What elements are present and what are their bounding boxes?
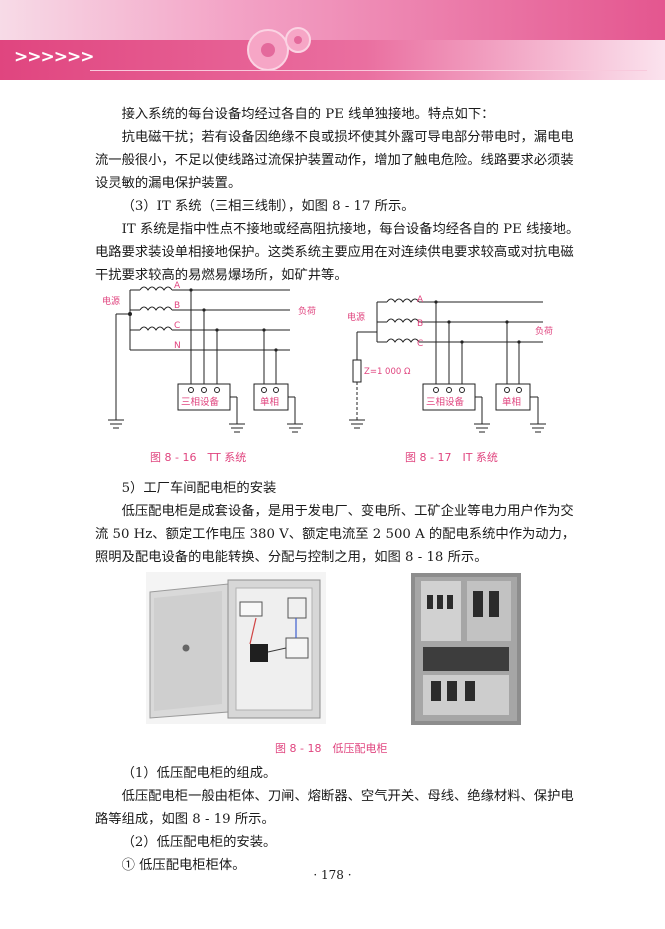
it-phase-b: B: [417, 319, 423, 329]
it-system-diagram: 电源 A B C 负荷 Z=1 000 Ω 三相设备 单相: [347, 295, 553, 433]
header-band: [0, 40, 665, 80]
tt-phase-c: C: [174, 321, 180, 331]
paragraph-4: IT 系统是指中性点不接地或经高阻抗接地，每台设备均经各自的 PE 线接地。电路…: [95, 222, 580, 283]
it-phase-a: A: [417, 295, 424, 305]
tt-phase-a: A: [174, 281, 181, 291]
figure-8-16-caption: 图 8 - 16 TT 系统: [150, 451, 247, 464]
paragraph-8: 低压配电柜一般由柜体、刀闸、熔断器、空气开关、母线、绝缘材料、保护电路等组成，如…: [95, 789, 574, 827]
header-divider: [90, 70, 647, 71]
paragraph-1: 接入系统的每台设备均经过各自的 PE 线单独接地。特点如下：: [121, 107, 495, 122]
it-source-label: 电源: [347, 311, 365, 323]
tt-three-phase-label: 三相设备: [181, 396, 220, 408]
figure-8-17-caption: 图 8 - 17 IT 系统: [405, 451, 498, 464]
paragraph-2: 抗电磁干扰；若有设备因绝缘不良或损坏使其外露可导电部分带电时，漏电电流一般很小，…: [95, 130, 574, 191]
tt-load-label: 负荷: [298, 305, 316, 317]
paragraph-9: （2）低压配电柜的安装。: [121, 835, 277, 850]
tt-system-diagram: 电源 A B C N 负荷 三相设备 单相: [102, 281, 316, 433]
tt-phase-n: N: [174, 341, 181, 351]
paragraph-5: 5）工厂车间配电柜的安装: [121, 481, 277, 496]
it-single-phase-label: 单相: [502, 396, 521, 408]
paragraph-3: （3）IT 系统（三相三线制），如图 8 - 17 所示。: [121, 199, 415, 214]
tt-single-phase-label: 单相: [260, 396, 279, 408]
it-impedance-label: Z=1 000 Ω: [364, 367, 411, 377]
it-load-label: 负荷: [535, 325, 553, 337]
tt-source-label: 电源: [102, 295, 120, 307]
it-three-phase-label: 三相设备: [426, 396, 465, 408]
gear-icon: [247, 27, 311, 71]
it-phase-c: C: [417, 339, 423, 349]
page-header: >>>>>>: [0, 0, 665, 80]
header-chevrons: >>>>>>: [14, 47, 94, 67]
cabinet-interior-photo: [411, 573, 521, 725]
figure-8-18-caption: 图 8 - 18 低压配电柜: [275, 742, 388, 755]
tt-phase-b: B: [174, 301, 180, 311]
paragraph-10: ① 低压配电柜柜体。: [121, 858, 246, 873]
distribution-cabinet-photo: [146, 572, 326, 724]
paragraph-6: 低压配电柜是成套设备，是用于发电厂、变电所、工矿企业等电力用户作为交流 50 H…: [95, 504, 576, 565]
paragraph-7: （1）低压配电柜的组成。: [121, 766, 277, 781]
page-number: · 178 ·: [313, 868, 352, 882]
